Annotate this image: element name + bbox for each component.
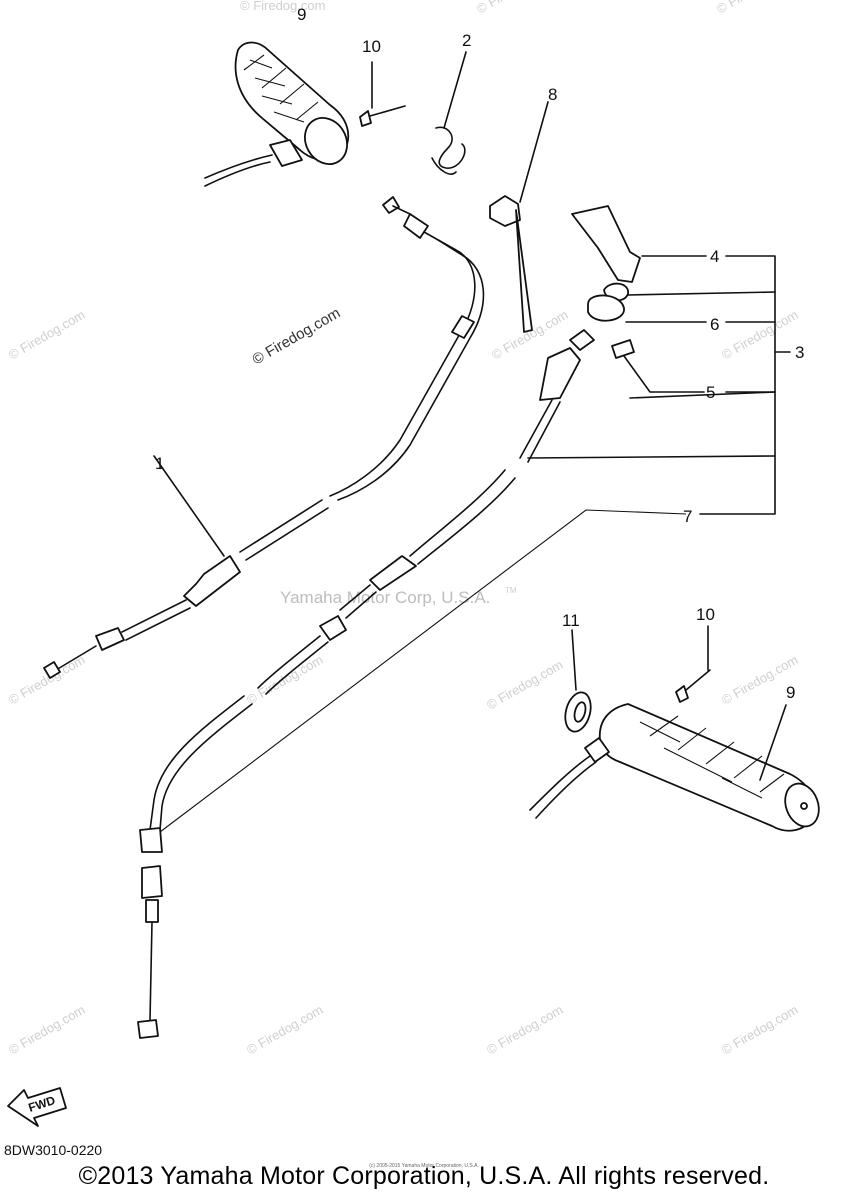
watermark: © Firedog.com [719,1002,801,1058]
callout-number: 7 [683,507,692,526]
callout-number: 1 [155,454,164,473]
fwd-arrow: FWD [7,1087,67,1127]
callout-number: 4 [710,247,719,266]
callout-number: 10 [696,605,715,624]
grip-top [204,41,350,187]
watermark: © Firedog.com [6,307,88,363]
grip-bottom [529,703,820,832]
diagram-code: 8DW3010-0220 [4,1142,103,1158]
center-watermark: Yamaha Motor Corp, U.S.A. [280,588,490,607]
fine-print: (c) 2005-2015 Yamaha Motor Corporation, … [369,1163,479,1169]
watermark: © Firedog.com [484,1002,566,1058]
screw-top [359,61,406,127]
screw-bottom [675,625,711,703]
watermark: © Firedog.com [6,1002,88,1058]
watermark: © Firedog.com [474,0,556,17]
center-watermark-tm: TM [505,586,517,595]
callout-number: 10 [362,37,381,56]
watermark: © Firedog.com [244,1002,326,1058]
watermark: © Firedog.com [244,652,326,708]
callout-number: 2 [462,31,471,50]
callout-number: 9 [297,5,306,24]
pin [489,101,549,333]
watermark: © Firedog.com [484,657,566,713]
watermark: © Firedog.com [6,652,88,708]
watermark-layer: © Firedog.com © Firedog.com © Firedog.co… [6,0,801,1058]
cable-1 [43,196,485,679]
callout-number: 5 [706,383,715,402]
callout-number: 6 [710,315,719,334]
cable-7 [137,329,776,1039]
watermark: © Firedog.com [240,0,325,13]
callout-number: 3 [795,343,804,362]
callout-number: 8 [548,85,557,104]
watermark: © Firedog.com [719,307,801,363]
copyright: ©2013 Yamaha Motor Corporation, U.S.A. A… [78,1162,770,1190]
watermark-dark: © Firedog.com [250,304,344,368]
collar [564,629,592,733]
callout-number: 9 [786,683,795,702]
callout-number: 11 [562,611,580,630]
callouts: 1 2 3 4 5 6 7 8 9 9 10 10 11 [155,5,804,702]
watermark: © Firedog.com [714,0,796,17]
throttle-assembly [527,205,791,515]
spring-clip [431,51,467,175]
